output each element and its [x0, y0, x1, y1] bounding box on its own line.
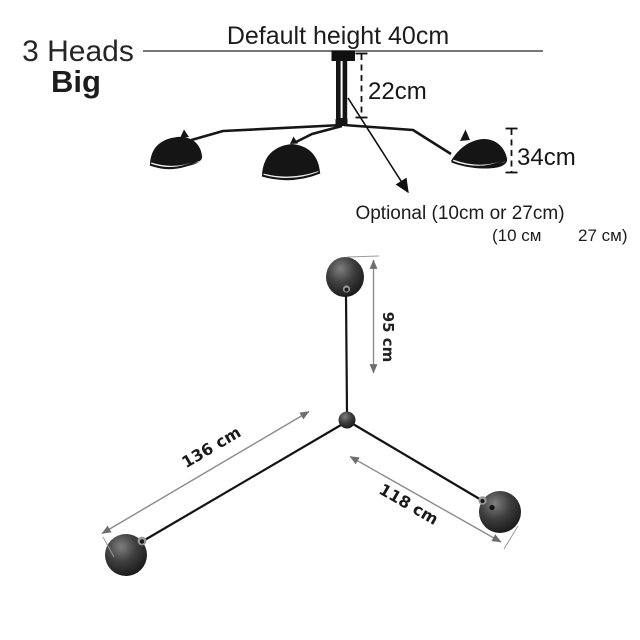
left-arm-dimension: 136 cm: [101, 410, 310, 558]
middle-shade: [261, 136, 321, 181]
shade-height-dimension: 34cm: [505, 127, 576, 174]
middle-arm: [295, 124, 343, 144]
left-shade: [149, 129, 203, 170]
optional-length-label-ru-right: 27 см): [578, 226, 627, 245]
variant-size-label: Big: [51, 64, 101, 99]
rod-dimension: 22cm: [355, 52, 427, 119]
front-elevation-view: 3 Heads Big Default height 40cm 22cm: [22, 22, 627, 245]
plan-left-rod: [142, 424, 342, 542]
optional-length-label-ru-left: (10 см: [492, 226, 541, 245]
ceiling-canopy: [331, 50, 355, 61]
drop-rod-left: [336, 60, 341, 122]
right-arm-length-label: 118 cm: [376, 480, 442, 529]
plan-right-rod: [352, 423, 484, 502]
variant-heads-label: 3 Heads: [22, 35, 134, 68]
drop-dimension: 95 cm: [346, 255, 397, 374]
shade-height-label: 34cm: [517, 144, 576, 171]
plan-vertical-rod: [344, 294, 349, 414]
right-arm: [343, 123, 452, 156]
plan-center-hub: [338, 411, 356, 429]
plan-right-shade: [478, 491, 521, 533]
plan-top-shade: [326, 257, 364, 297]
drop-length-label: 95 cm: [379, 312, 397, 363]
optional-pointer-arrow: [347, 97, 409, 194]
right-shade: [451, 129, 508, 169]
left-arm: [187, 123, 343, 143]
rod-length-label: 22cm: [368, 78, 427, 105]
optional-length-label: Optional (10cm or 27cm): [355, 203, 564, 224]
default-height-label: Default height 40cm: [227, 22, 449, 50]
drop-rod-right: [342, 60, 348, 122]
top-plan-view: 95 cm 136 cm 118 cm: [101, 255, 521, 576]
plan-left-shade: [105, 534, 147, 576]
left-arm-length-label: 136 cm: [178, 423, 244, 472]
